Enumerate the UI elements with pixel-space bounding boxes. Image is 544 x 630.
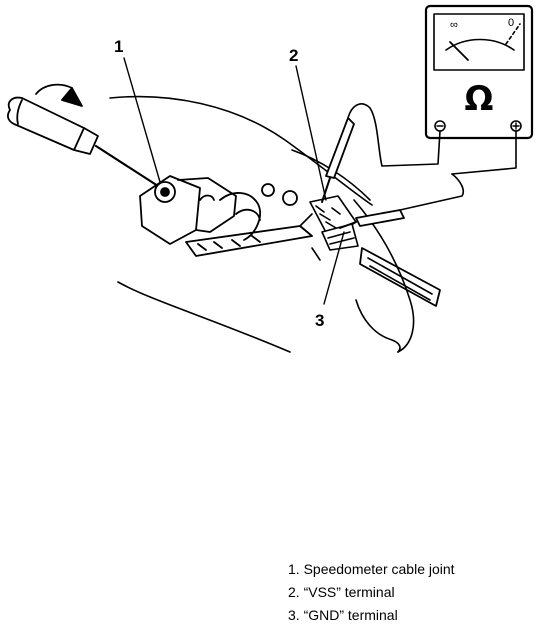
callout-leaders — [123, 57, 345, 305]
speedometer-cable-joint — [139, 175, 313, 257]
rotation-arrow-icon — [35, 83, 83, 107]
screwdriver-icon — [7, 96, 160, 188]
legend-item-vss-terminal: 2. “VSS” terminal — [288, 584, 395, 600]
legend-item-speedometer-cable-joint: 1. Speedometer cable joint — [288, 561, 455, 577]
ohm-symbol: Ω — [465, 79, 494, 119]
legend-item-gnd-terminal: 3. “GND” terminal — [288, 607, 398, 623]
callout-1: 1 — [114, 37, 124, 56]
probe-icon — [321, 117, 405, 229]
legend: 1. Speedometer cable joint 2. “VSS” term… — [288, 558, 538, 627]
connector-terminals — [299, 195, 359, 261]
callout-2: 2 — [289, 46, 299, 65]
ohmmeter-icon: ∞ 0 Ω — [424, 4, 534, 140]
meter-scale-infinity: ∞ — [450, 19, 458, 31]
callout-3: 3 — [315, 311, 325, 330]
meter-scale-zero: 0 — [508, 17, 514, 29]
test-leads — [347, 103, 517, 211]
